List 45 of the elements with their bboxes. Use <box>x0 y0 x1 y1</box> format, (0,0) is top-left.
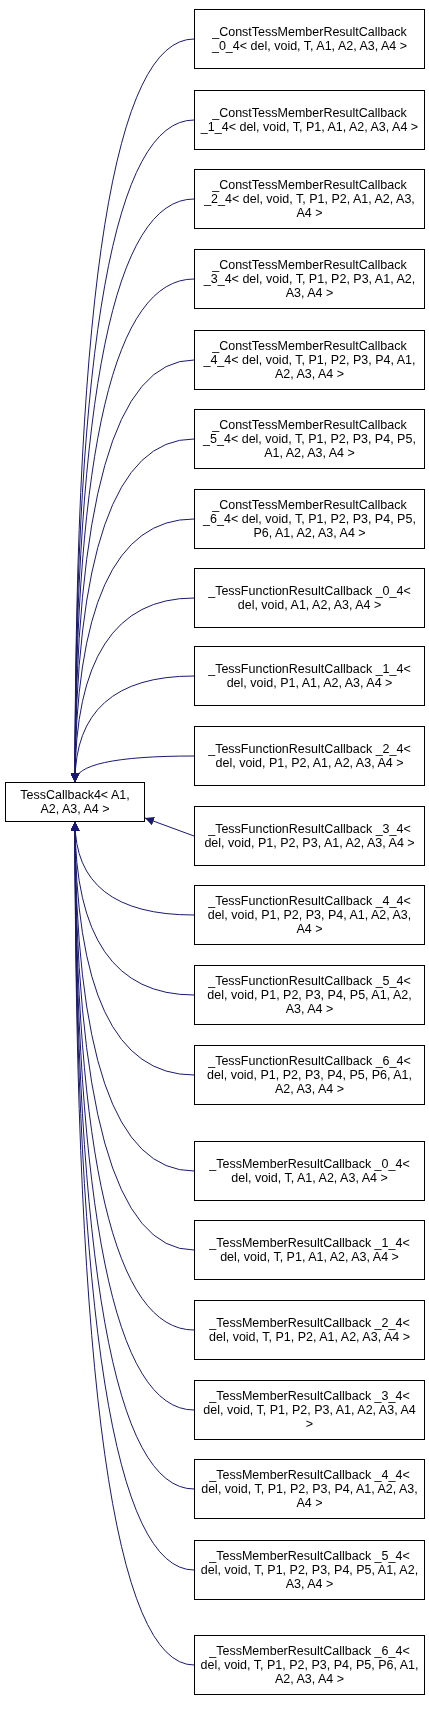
class-box <box>194 169 425 229</box>
class-box <box>194 726 425 786</box>
class-name: _ConstTessMemberResultCallback _4_4< del, void, T, P1, P2, P3, P4, A1, A2, A3, A4 > <box>202 339 417 381</box>
class-box <box>194 1459 425 1519</box>
class-name: _TessMemberResultCallback _4_4< del, void, T, P1, P2, P3, P4, A1, A2, A3, A4 > <box>200 1468 419 1510</box>
class-name: _TessFunctionResultCallback _0_4< del, void, A1, A2, A3, A4 > <box>207 584 412 612</box>
class-name: _TessFunctionResultCallback _5_4< del, void, P1, P2, P3, P4, P5, A1, A2, A3, A4 > <box>206 974 413 1016</box>
class-box <box>194 330 425 390</box>
class-name: _TessFunctionResultCallback _1_4< del, void, P1, A1, A2, A3, A4 > <box>207 662 412 690</box>
class-name: _ConstTessMemberResultCallback _5_4< del, void, T, P1, P2, P3, P4, P5, A1, A2, A3, A4 > <box>202 418 417 460</box>
class-box <box>194 249 425 309</box>
class-name: _TessMemberResultCallback _3_4< del, void, T, P1, P2, P3, A1, A2, A3, A4 > <box>202 1389 417 1431</box>
class-name: _TessFunctionResultCallback _4_4< del, void, P1, P2, P3, P4, A1, A2, A3, A4 > <box>206 894 413 936</box>
class-box <box>194 885 425 945</box>
class-name: _ConstTessMemberResultCallback _2_4< del, void, T, P1, P2, A1, A2, A3, A4 > <box>203 178 416 220</box>
class-box <box>194 1220 425 1280</box>
class-box <box>194 1380 425 1440</box>
class-name: _ConstTessMemberResultCallback _1_4< del, void, T, P1, A1, A2, A3, A4 > <box>199 106 420 134</box>
class-box <box>194 806 425 866</box>
class-name: _TessMemberResultCallback _2_4< del, void, T, P1, P2, A1, A2, A3, A4 > <box>208 1316 411 1344</box>
class-box <box>5 782 145 822</box>
class-box <box>194 1635 425 1695</box>
class-name: _TessMemberResultCallback _1_4< del, void, T, P1, A1, A2, A3, A4 > <box>208 1236 411 1264</box>
class-box <box>194 965 425 1025</box>
class-box <box>194 646 425 706</box>
class-box <box>194 1141 425 1201</box>
class-box <box>194 409 425 469</box>
class-box <box>194 1045 425 1105</box>
class-name: _ConstTessMemberResultCallback _0_4< del, void, T, A1, A2, A3, A4 > <box>210 25 409 53</box>
class-box <box>194 568 425 628</box>
class-box <box>194 9 425 69</box>
class-box <box>194 1540 425 1600</box>
class-name: TessCallback4< A1, A2, A3, A4 > <box>19 788 131 816</box>
class-box <box>194 90 425 150</box>
class-name: _ConstTessMemberResultCallback _6_4< del, void, T, P1, P2, P3, P4, P5, P6, A1, A2, A3, A4 > <box>202 498 417 540</box>
class-name: _TessFunctionResultCallback _6_4< del, void, P1, P2, P3, P4, P5, P6, A1, A2, A3, A4 > <box>206 1054 413 1096</box>
class-box <box>194 489 425 549</box>
class-name: _TessMemberResultCallback _6_4< del, void, T, P1, P2, P3, P4, P5, P6, A1, A2, A3, A4 > <box>199 1644 420 1686</box>
class-name: _TessFunctionResultCallback _3_4< del, void, P1, P2, P3, A1, A2, A3, A4 > <box>203 822 416 850</box>
inheritance-arrow <box>144 816 195 837</box>
class-box <box>194 1300 425 1360</box>
class-name: _TessMemberResultCallback _5_4< del, void, T, P1, P2, P3, P4, P5, A1, A2, A3, A4 > <box>199 1549 420 1591</box>
class-name: _TessFunctionResultCallback _2_4< del, void, P1, P2, A1, A2, A3, A4 > <box>207 742 412 770</box>
class-name: _TessMemberResultCallback _0_4< del, void, T, A1, A2, A3, A4 > <box>208 1157 411 1185</box>
class-name: _ConstTessMemberResultCallback _3_4< del, void, T, P1, P2, P3, A1, A2, A3, A4 > <box>202 258 417 300</box>
